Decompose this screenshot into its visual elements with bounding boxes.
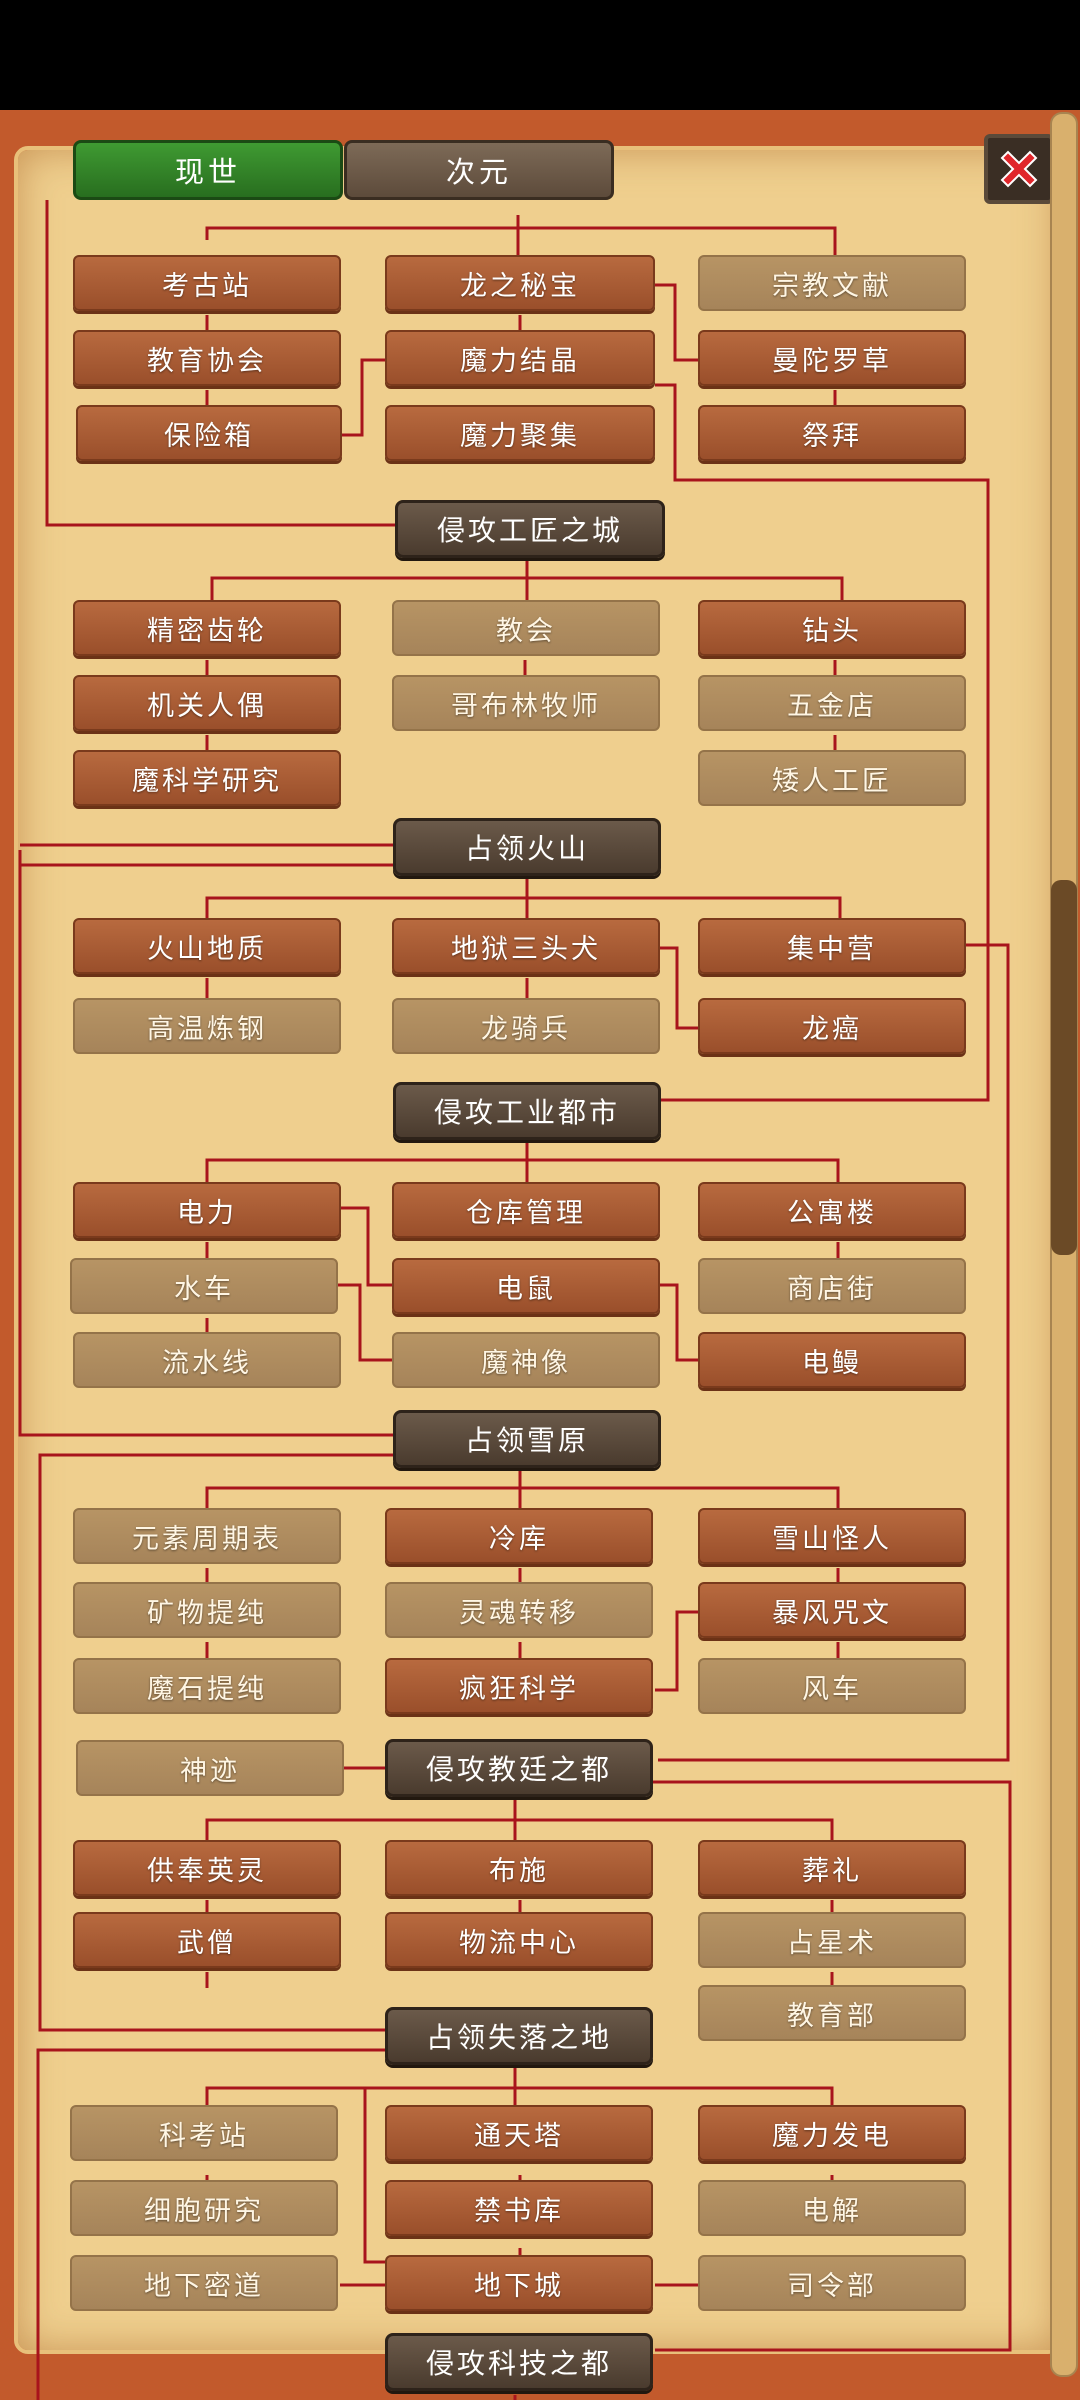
tech-node-dragon-cancer[interactable]: 龙癌 — [698, 998, 966, 1054]
tech-node-logistics-center[interactable]: 物流中心 — [385, 1912, 653, 1968]
tech-node-electric-mouse[interactable]: 电鼠 — [392, 1258, 660, 1314]
tech-node-cerberus[interactable]: 地狱三头犬 — [392, 918, 660, 974]
tech-node-magic-stone-purification[interactable]: 魔石提纯 — [73, 1658, 341, 1714]
tech-node-precision-gear[interactable]: 精密齿轮 — [73, 600, 341, 656]
stage-invade-industrial-city[interactable]: 侵攻工业都市 — [393, 1082, 661, 1140]
stage-invade-craftsman-city[interactable]: 侵攻工匠之城 — [395, 500, 665, 558]
tech-node-forbidden-library[interactable]: 禁书库 — [385, 2180, 653, 2236]
tech-node-astrology[interactable]: 占星术 — [698, 1912, 966, 1968]
tech-node-periodic-table[interactable]: 元素周期表 — [73, 1508, 341, 1564]
stage-occupy-lost-land[interactable]: 占领失落之地 — [385, 2007, 653, 2065]
tech-node-underground-tunnel[interactable]: 地下密道 — [70, 2255, 338, 2311]
tech-node-miracle[interactable]: 神迹 — [76, 1740, 344, 1796]
tech-node-almsgiving[interactable]: 布施 — [385, 1840, 653, 1896]
tech-node-mana-crystal[interactable]: 魔力结晶 — [385, 330, 655, 386]
tab-current-world[interactable]: 现世 — [73, 140, 343, 200]
tech-node-warrior-monk[interactable]: 武僧 — [73, 1912, 341, 1968]
tech-node-dragoon[interactable]: 龙骑兵 — [392, 998, 660, 1054]
tech-node-education-association[interactable]: 教育协会 — [73, 330, 341, 386]
tech-node-magic-science-research[interactable]: 魔科学研究 — [73, 750, 341, 806]
tech-node-archaeology-station[interactable]: 考古站 — [73, 255, 341, 311]
tech-node-research-station[interactable]: 科考站 — [70, 2105, 338, 2161]
tab-dimension[interactable]: 次元 — [344, 140, 614, 200]
status-bar — [0, 0, 1080, 110]
tech-node-shopping-street[interactable]: 商店街 — [698, 1258, 966, 1314]
tech-node-electricity[interactable]: 电力 — [73, 1182, 341, 1238]
stage-invade-tech-capital[interactable]: 侵攻科技之都 — [385, 2333, 653, 2391]
tech-node-cold-storage[interactable]: 冷库 — [385, 1508, 653, 1564]
tech-node-assembly-line[interactable]: 流水线 — [73, 1332, 341, 1388]
tech-node-mana-power[interactable]: 魔力发电 — [698, 2105, 966, 2161]
tech-node-command-center[interactable]: 司令部 — [698, 2255, 966, 2311]
tech-node-mad-science[interactable]: 疯狂科学 — [385, 1658, 653, 1714]
tech-node-safe[interactable]: 保险箱 — [76, 405, 342, 461]
tech-node-church[interactable]: 教会 — [392, 600, 660, 656]
tech-node-storm-spell[interactable]: 暴风咒文 — [698, 1582, 966, 1638]
close-x-icon — [1000, 150, 1038, 188]
tech-node-mana-gathering[interactable]: 魔力聚集 — [385, 405, 655, 461]
tech-node-religious-texts[interactable]: 宗教文献 — [698, 255, 966, 311]
stage-occupy-snowfield[interactable]: 占领雪原 — [393, 1410, 661, 1468]
tech-node-cell-research[interactable]: 细胞研究 — [70, 2180, 338, 2236]
tech-node-mineral-purification[interactable]: 矿物提纯 — [73, 1582, 341, 1638]
tech-node-mechanical-doll[interactable]: 机关人偶 — [73, 675, 341, 731]
tech-node-electrolysis[interactable]: 电解 — [698, 2180, 966, 2236]
tech-node-yeti[interactable]: 雪山怪人 — [698, 1508, 966, 1564]
tech-node-worship[interactable]: 祭拜 — [698, 405, 966, 461]
tech-node-water-wheel[interactable]: 水车 — [70, 1258, 338, 1314]
tech-node-funeral[interactable]: 葬礼 — [698, 1840, 966, 1896]
tech-node-warehouse-management[interactable]: 仓库管理 — [392, 1182, 660, 1238]
tech-node-mandrake[interactable]: 曼陀罗草 — [698, 330, 966, 386]
tech-node-enshrine-heroes[interactable]: 供奉英灵 — [73, 1840, 341, 1896]
stage-occupy-volcano[interactable]: 占领火山 — [393, 818, 661, 876]
tech-node-concentration-camp[interactable]: 集中营 — [698, 918, 966, 974]
close-button[interactable] — [984, 134, 1054, 204]
tech-node-hardware-store[interactable]: 五金店 — [698, 675, 966, 731]
tech-node-apartment[interactable]: 公寓楼 — [698, 1182, 966, 1238]
tech-node-demon-statue[interactable]: 魔神像 — [392, 1332, 660, 1388]
tech-node-dragon-treasure[interactable]: 龙之秘宝 — [385, 255, 655, 311]
tech-node-dungeon[interactable]: 地下城 — [385, 2255, 653, 2311]
tech-node-soul-transfer[interactable]: 灵魂转移 — [385, 1582, 653, 1638]
tech-node-goblin-priest[interactable]: 哥布林牧师 — [392, 675, 660, 731]
stage-invade-holy-capital[interactable]: 侵攻教廷之都 — [385, 1739, 653, 1797]
tech-node-babel-tower[interactable]: 通天塔 — [385, 2105, 653, 2161]
tech-node-electric-eel[interactable]: 电鳗 — [698, 1332, 966, 1388]
tech-node-high-temp-steel[interactable]: 高温炼钢 — [73, 998, 341, 1054]
tech-node-drill[interactable]: 钻头 — [698, 600, 966, 656]
tech-node-ministry-education[interactable]: 教育部 — [698, 1985, 966, 2041]
tech-node-windmill[interactable]: 风车 — [698, 1658, 966, 1714]
tech-node-dwarf-craftsman[interactable]: 矮人工匠 — [698, 750, 966, 806]
scrollbar-thumb[interactable] — [1051, 880, 1077, 1255]
tech-node-volcano-geology[interactable]: 火山地质 — [73, 918, 341, 974]
